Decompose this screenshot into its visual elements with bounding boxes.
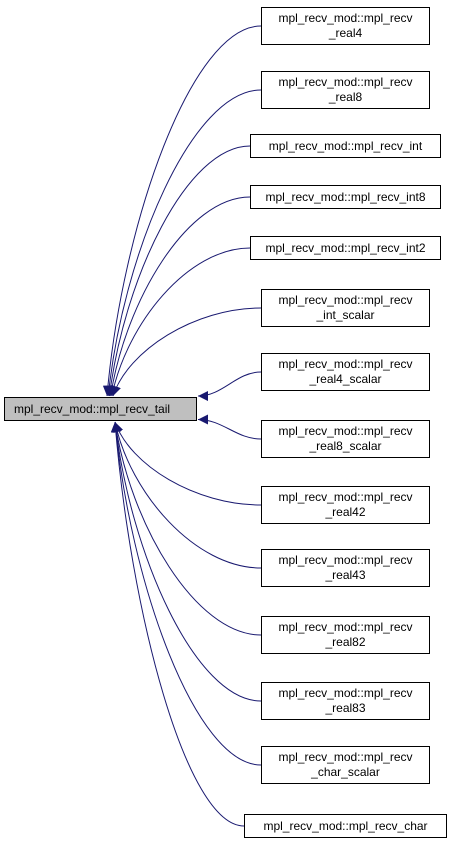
- call-edge-mpl-recv-mod-mpl-recv-real82: [111, 421, 262, 636]
- caller-node-mpl-recv-mod-mpl-recv-real83-label-line: _real83: [325, 701, 366, 715]
- caller-node-mpl-recv-mod-mpl-recv-int-scalar-label-line: _int_scalar: [316, 308, 375, 322]
- call-edge-mpl-recv-mod-mpl-recv-int2: [108, 247, 251, 397]
- caller-node-mpl-recv-mod-mpl-recv-real43-label-line: mpl_recv_mod::mpl_recv: [278, 553, 413, 567]
- caller-node-mpl-recv-mod-mpl-recv-real4-label-line: _real4: [328, 26, 363, 40]
- caller-node-mpl-recv-mod-mpl-recv-int2[interactable]: mpl_recv_mod::mpl_recv_int2: [250, 236, 441, 260]
- call-edge-mpl-recv-mod-mpl-recv-char: [110, 421, 245, 827]
- caller-node-mpl-recv-mod-mpl-recv-real82-label-line: _real82: [325, 635, 366, 649]
- call-edge-mpl-recv-mod-mpl-recv-real42: [113, 421, 262, 506]
- caller-node-mpl-recv-mod-mpl-recv-int2-label-line: mpl_recv_mod::mpl_recv_int2: [265, 240, 426, 255]
- call-edge-mpl-recv-mod-mpl-recv-real4-scalar: [197, 371, 262, 402]
- caller-node-mpl-recv-mod-mpl-recv-real8-scalar-label-line: _real8_scalar: [309, 439, 382, 453]
- caller-node-mpl-recv-mod-mpl-recv-real8-label-line: _real8: [328, 90, 363, 104]
- caller-node-mpl-recv-mod-mpl-recv-real4-scalar-label-line: _real4_scalar: [309, 372, 382, 386]
- call-edge-mpl-recv-mod-mpl-recv-real4: [102, 25, 262, 397]
- caller-node-mpl-recv-mod-mpl-recv-real43[interactable]: mpl_recv_mod::mpl_recv_real43: [261, 549, 430, 587]
- caller-node-mpl-recv-mod-mpl-recv-real8-label-line: mpl_recv_mod::mpl_recv: [278, 75, 413, 89]
- call-edge-mpl-recv-mod-mpl-recv-real83: [111, 421, 262, 702]
- caller-node-mpl-recv-mod-mpl-recv-int8[interactable]: mpl_recv_mod::mpl_recv_int8: [250, 185, 441, 209]
- caller-node-mpl-recv-mod-mpl-recv-real4-label-line: mpl_recv_mod::mpl_recv: [278, 11, 413, 25]
- caller-node-mpl-recv-mod-mpl-recv-real83[interactable]: mpl_recv_mod::mpl_recv_real83: [261, 682, 430, 720]
- call-edge-mpl-recv-mod-mpl-recv-char-scalar: [110, 421, 262, 766]
- call-edge-mpl-recv-mod-mpl-recv-real8-scalar: [197, 414, 262, 440]
- caller-node-mpl-recv-mod-mpl-recv-int-label-line: mpl_recv_mod::mpl_recv_int: [268, 138, 423, 153]
- call-edge-mpl-recv-mod-mpl-recv-int8: [107, 196, 251, 397]
- caller-node-mpl-recv-mod-mpl-recv-int-scalar[interactable]: mpl_recv_mod::mpl_recv_int_scalar: [261, 289, 430, 327]
- caller-node-mpl-recv-mod-mpl-recv-real4[interactable]: mpl_recv_mod::mpl_recv_real4: [261, 7, 430, 45]
- caller-node-mpl-recv-mod-mpl-recv-real42-label-line: _real42: [325, 505, 366, 519]
- call-edge-mpl-recv-mod-mpl-recv-int-scalar: [111, 307, 262, 397]
- caller-node-mpl-recv-mod-mpl-recv-real8-scalar[interactable]: mpl_recv_mod::mpl_recv_real8_scalar: [261, 420, 430, 458]
- caller-node-mpl-recv-mod-mpl-recv-real83-label-line: mpl_recv_mod::mpl_recv: [278, 686, 413, 700]
- root-node-mpl-recv-tail: mpl_recv_mod::mpl_recv_tail: [4, 397, 197, 421]
- caller-node-mpl-recv-mod-mpl-recv-real4-scalar[interactable]: mpl_recv_mod::mpl_recv_real4_scalar: [261, 353, 430, 391]
- call-edge-mpl-recv-mod-mpl-recv-real8: [104, 89, 262, 397]
- call-edge-mpl-recv-mod-mpl-recv-int: [105, 145, 251, 397]
- caller-node-mpl-recv-mod-mpl-recv-real4-scalar-label-line: mpl_recv_mod::mpl_recv: [278, 357, 413, 371]
- caller-node-mpl-recv-mod-mpl-recv-int8-label-line: mpl_recv_mod::mpl_recv_int8: [265, 189, 426, 204]
- caller-node-mpl-recv-mod-mpl-recv-int-scalar-label-line: mpl_recv_mod::mpl_recv: [278, 293, 413, 307]
- caller-node-mpl-recv-mod-mpl-recv-char-label-line: mpl_recv_mod::mpl_recv_char: [263, 818, 428, 833]
- call-edge-mpl-recv-mod-mpl-recv-real43: [112, 421, 262, 569]
- caller-node-mpl-recv-mod-mpl-recv-real8-scalar-label-line: mpl_recv_mod::mpl_recv: [278, 424, 413, 438]
- caller-node-mpl-recv-mod-mpl-recv-char-scalar-label-line: mpl_recv_mod::mpl_recv: [278, 750, 413, 764]
- root-node-mpl-recv-tail-label-line: mpl_recv_mod::mpl_recv_tail: [14, 401, 171, 416]
- caller-node-mpl-recv-mod-mpl-recv-real8[interactable]: mpl_recv_mod::mpl_recv_real8: [261, 71, 430, 109]
- caller-node-mpl-recv-mod-mpl-recv-real82[interactable]: mpl_recv_mod::mpl_recv_real82: [261, 616, 430, 654]
- caller-node-mpl-recv-mod-mpl-recv-int[interactable]: mpl_recv_mod::mpl_recv_int: [250, 134, 441, 158]
- caller-node-mpl-recv-mod-mpl-recv-real42-label-line: mpl_recv_mod::mpl_recv: [278, 490, 413, 504]
- caller-node-mpl-recv-mod-mpl-recv-real43-label-line: _real43: [325, 568, 366, 582]
- caller-node-mpl-recv-mod-mpl-recv-char-scalar-label-line: _char_scalar: [311, 765, 380, 779]
- caller-node-mpl-recv-mod-mpl-recv-real42[interactable]: mpl_recv_mod::mpl_recv_real42: [261, 486, 430, 524]
- caller-node-mpl-recv-mod-mpl-recv-char[interactable]: mpl_recv_mod::mpl_recv_char: [244, 814, 447, 838]
- caller-node-mpl-recv-mod-mpl-recv-real82-label-line: mpl_recv_mod::mpl_recv: [278, 620, 413, 634]
- caller-node-mpl-recv-mod-mpl-recv-char-scalar[interactable]: mpl_recv_mod::mpl_recv_char_scalar: [261, 746, 430, 784]
